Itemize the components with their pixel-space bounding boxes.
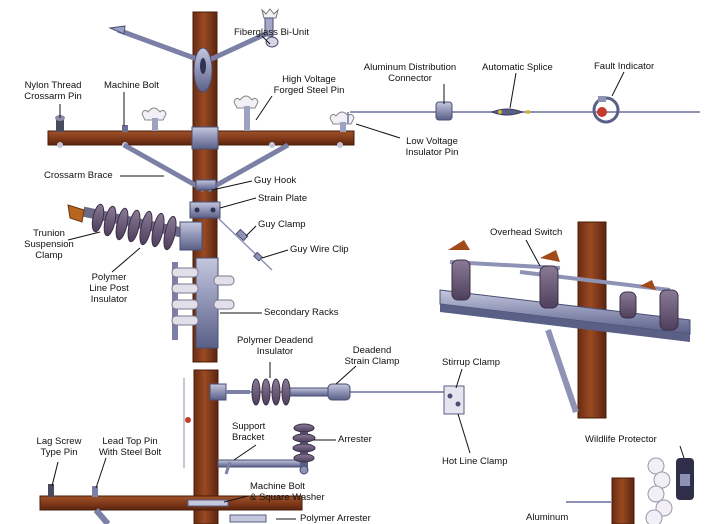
leader-lag-screw: [52, 462, 58, 486]
label-support-bracket: Support Bracket: [232, 421, 265, 443]
secondary-racks: [172, 258, 234, 348]
label-wildlife-protector: Wildlife Protector: [585, 434, 657, 445]
leader-strain-clamp: [336, 366, 356, 384]
leader-lead-top: [96, 458, 106, 488]
label-hot-line-clamp: Hot Line Clamp: [442, 456, 507, 467]
polymer-arrester-stub: [230, 515, 266, 522]
label-crossarm-brace: Crossarm Brace: [44, 170, 113, 181]
leader-splice: [510, 73, 516, 108]
label-polymer-deadend-insulator: Polymer Deadend Insulator: [232, 335, 318, 357]
leader-hv-pin: [256, 96, 272, 120]
label-guy-wire-clip: Guy Wire Clip: [290, 244, 349, 255]
label-automatic-splice: Automatic Splice: [482, 62, 553, 73]
label-machine-bolt: Machine Bolt: [104, 80, 159, 91]
label-deadend-strain-clamp: Deadend Strain Clamp: [340, 345, 404, 367]
label-arrester: Arrester: [338, 434, 372, 445]
label-overhead-switch: Overhead Switch: [490, 227, 562, 238]
label-machine-bolt-square-washer: Machine Bolt & Square Washer: [250, 481, 325, 503]
label-secondary-racks: Secondary Racks: [264, 307, 338, 318]
leader-wildlife: [680, 446, 684, 458]
label-fiberglass-bi-unit: Fiberglass Bi-Unit: [234, 27, 309, 38]
leader-guy-clamp: [246, 226, 256, 236]
leader-support: [234, 445, 256, 460]
label-aluminum-distribution-connector: Aluminum Distribution Connector: [352, 62, 468, 84]
label-guy-hook: Guy Hook: [254, 175, 296, 186]
wildlife-protector: [566, 458, 694, 524]
leader-strain-plate: [220, 198, 256, 208]
leader-lv-pin: [356, 124, 400, 138]
distribution-line: [348, 96, 700, 124]
leader-guy-wire-clip: [262, 250, 288, 258]
leader-fault: [612, 72, 624, 96]
label-aluminum-cut: Aluminum: [526, 512, 568, 523]
label-nylon-thread-crossarm-pin: Nylon Thread Crossarm Pin: [14, 80, 92, 102]
leader-switch: [526, 240, 540, 266]
deadend-assembly: [210, 379, 464, 414]
guy-hook-strain-plate: [190, 202, 220, 218]
label-lead-top-pin-with-steel-bolt: Lead Top Pin With Steel Bolt: [88, 436, 172, 458]
label-polymer-line-post-insulator: Polymer Line Post Insulator: [84, 272, 134, 305]
polymer-line-post-insulator: [68, 203, 202, 250]
label-stirrup-clamp: Stirrup Clamp: [442, 357, 500, 368]
label-high-voltage-forged-steel-pin: High Voltage Forged Steel Pin: [268, 74, 350, 96]
label-strain-plate: Strain Plate: [258, 193, 307, 204]
label-guy-clamp: Guy Clamp: [258, 219, 306, 230]
leader-stirrup: [456, 369, 462, 388]
label-lag-screw-type-pin: Lag Screw Type Pin: [34, 436, 84, 458]
label-trunion-suspension-clamp: Trunion Suspension Clamp: [24, 228, 74, 261]
label-polymer-arrester: Polymer Arrester: [300, 513, 371, 524]
label-low-voltage-insulator-pin: Low Voltage Insulator Pin: [400, 136, 464, 158]
leader-line-post: [112, 248, 140, 272]
leader-hot-line: [458, 414, 470, 453]
overhead-switch: [440, 222, 690, 418]
label-fault-indicator: Fault Indicator: [594, 61, 654, 72]
